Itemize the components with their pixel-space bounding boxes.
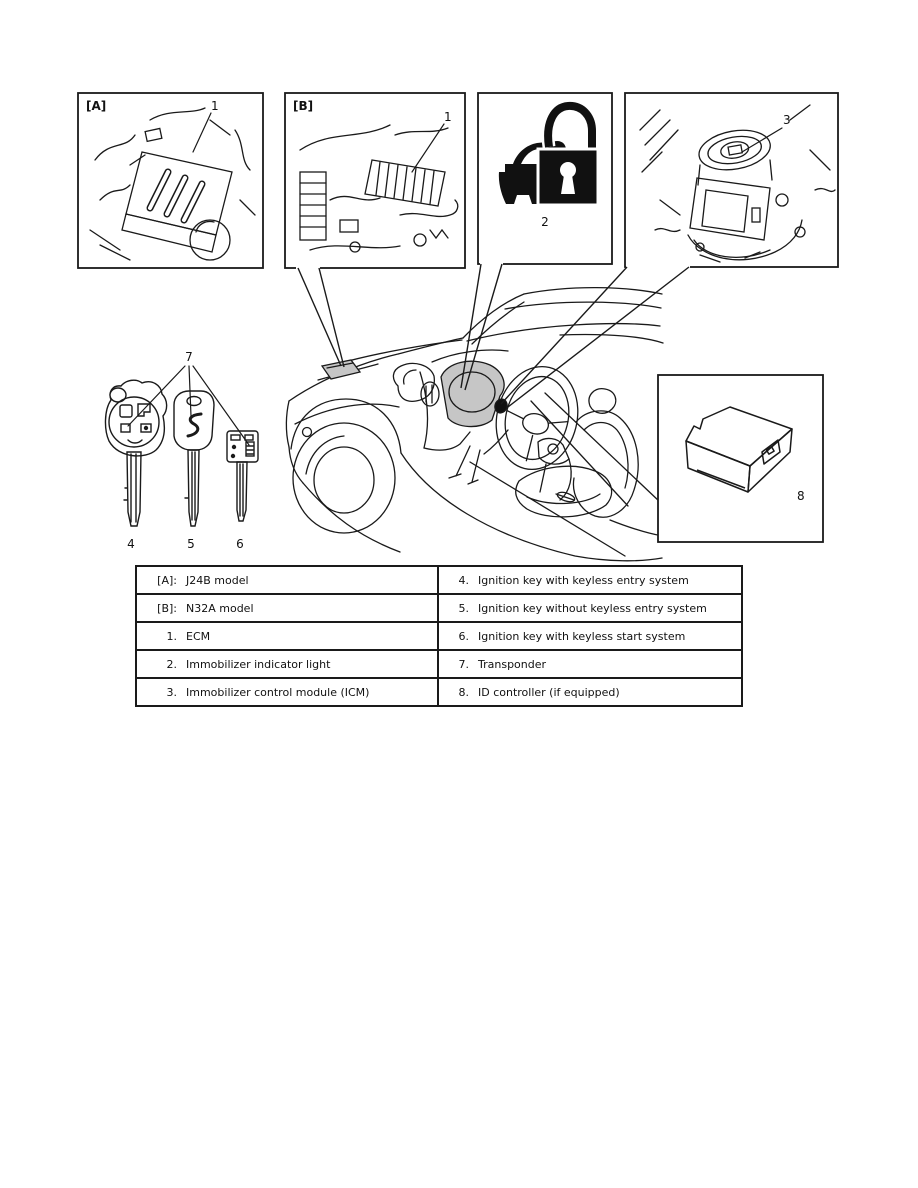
engine-art-a	[89, 107, 256, 261]
callout-2-indicator: 2	[541, 215, 549, 229]
callout-1-a: 1	[211, 99, 219, 113]
panel-b-box	[284, 92, 466, 269]
legend-text: Immobilizer control module (ICM)	[186, 685, 370, 699]
leader-line-b1	[411, 123, 445, 173]
table-row: 1. ECM 6. Ignition key with keyless start …	[135, 621, 743, 651]
legend-table: [A]: J24B model 4. Ignition key with keyle…	[135, 565, 743, 707]
legend-no: 7.	[458, 657, 470, 671]
key-emergency-drawing	[226, 430, 259, 522]
key-label-6: 6	[236, 537, 244, 551]
callout-1-b: 1	[444, 110, 452, 124]
panel-a-box	[77, 92, 264, 269]
key-remote-drawing	[104, 379, 168, 527]
ignition-cylinder-drawing	[639, 104, 836, 263]
suzuki-logo	[186, 412, 203, 438]
key-label-5: 5	[187, 537, 195, 551]
id-controller-drawing	[685, 406, 793, 493]
wedge-ecm-left	[297, 267, 342, 367]
cluster-shade	[448, 371, 496, 413]
legend-text: Ignition key with keyless entry system	[478, 573, 689, 587]
legend-text: J24B model	[186, 573, 249, 587]
wedge-icm-right	[507, 266, 690, 408]
panel-a-tag: [A]	[86, 99, 106, 113]
leader-line-3	[741, 127, 783, 153]
wedge-icm-left	[500, 266, 628, 405]
ecm-location-shade	[320, 359, 362, 380]
legend-text: Transponder	[478, 657, 547, 671]
legend-no: 1.	[166, 629, 178, 643]
legend-no: 5.	[458, 601, 470, 615]
wedge-indicator-left	[460, 263, 482, 389]
legend-no: 2.	[166, 657, 178, 671]
legend-text: Immobilizer indicator light	[186, 657, 331, 671]
icm-panel-box	[624, 92, 839, 268]
table-row: [A]: J24B model 4. Ignition key with keyle…	[135, 565, 743, 595]
legend-no: [A]:	[157, 573, 177, 587]
legend-text: Ignition key without keyless entry syste…	[478, 601, 707, 615]
legend-text: N32A model	[186, 601, 254, 615]
table-row: 3. Immobilizer control module (ICM) 8. ID …	[135, 677, 743, 707]
wedge-indicator-right	[464, 263, 503, 391]
legend-text: ID controller (if equipped)	[478, 685, 620, 699]
callout-7-transponder: 7	[185, 350, 193, 364]
car-cutaway-drawing	[285, 286, 665, 562]
legend-text: ECM	[186, 629, 211, 643]
legend-no: 8.	[458, 685, 470, 699]
legend-no: [B]:	[157, 601, 177, 615]
keys-drawing	[104, 365, 259, 527]
engine-art-b	[299, 123, 459, 253]
callout-wedges	[296, 262, 690, 408]
key-standard-drawing	[173, 390, 215, 527]
id-controller-panel-box	[657, 374, 824, 543]
legend-no: 3.	[166, 685, 178, 699]
key-label-4: 4	[127, 537, 135, 551]
car-lock-icon	[498, 99, 600, 207]
icm-module-body	[689, 177, 771, 241]
wedge-ecm-right	[318, 267, 345, 368]
legend-no: 6.	[458, 629, 470, 643]
leader-line-a1	[192, 112, 212, 153]
table-row: [B]: N32A model 5. Ignition key without ke…	[135, 593, 743, 623]
panel-b-tag: [B]	[293, 99, 313, 113]
ecm-cover-b	[364, 159, 446, 207]
callout-3-icm: 3	[783, 113, 791, 127]
legend-text: Ignition key with keyless start system	[478, 629, 686, 643]
legend-no: 4.	[458, 573, 470, 587]
ignition-switch-dot	[494, 398, 508, 414]
transponder-callout-lines	[127, 365, 250, 446]
callout-8-id-controller: 8	[797, 489, 805, 503]
table-row: 2. Immobilizer indicator light 7. Transpon…	[135, 649, 743, 679]
